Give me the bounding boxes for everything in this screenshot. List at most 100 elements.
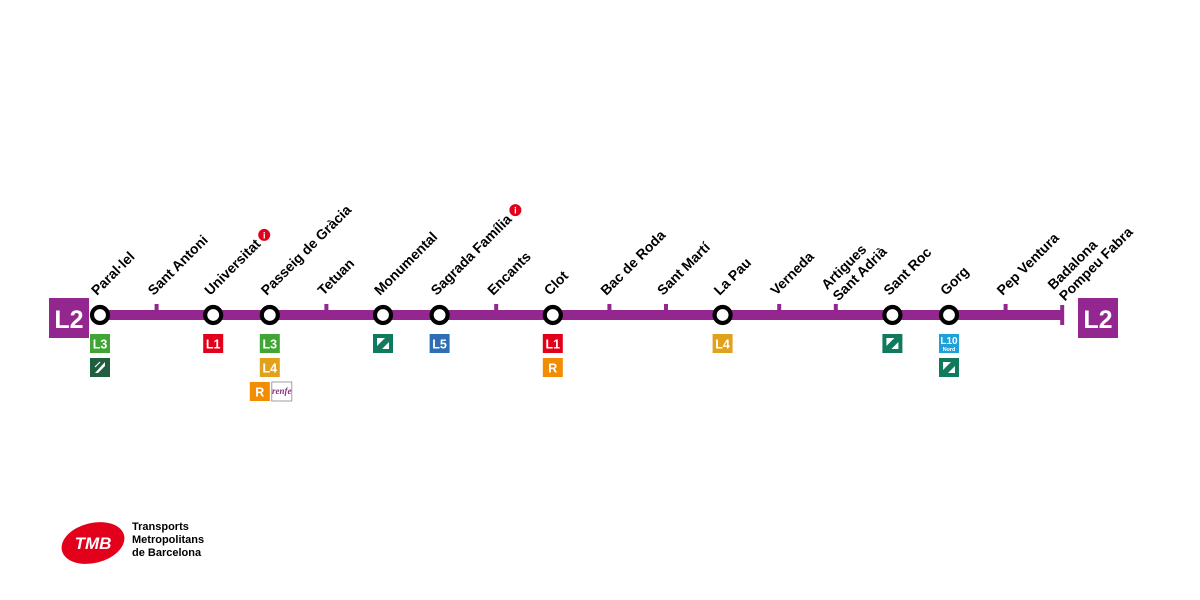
tmb-logo: TMB Transports Metropolitans de Barcelon… (60, 518, 260, 568)
renfe-label: renfe (272, 386, 292, 396)
line-track (100, 310, 1063, 320)
tram-icon (939, 358, 959, 377)
station-pep-ventura[interactable]: Pep Ventura (993, 229, 1062, 315)
station-tick[interactable] (607, 304, 612, 315)
line-end-bar (1060, 305, 1065, 325)
station-marker[interactable] (89, 304, 111, 326)
connection-r: R (249, 382, 270, 401)
info-icon-glyph: i (514, 206, 517, 216)
station-name: La Pau (710, 254, 754, 298)
tmb-logo-line-1: Transports (132, 521, 189, 533)
station-marker[interactable] (429, 304, 450, 326)
badge-label: L1 (546, 338, 561, 352)
badge-label: R (548, 362, 557, 376)
station-sant-antoni[interactable]: Sant Antoni (144, 232, 211, 315)
info-icon-circle[interactable] (507, 202, 524, 219)
badge-label: R (255, 386, 264, 400)
connection-l1: L1 (203, 334, 224, 353)
line-badge-start-box (49, 298, 89, 338)
funicular-icon-shape (94, 361, 101, 368)
station-name: Clot (541, 267, 572, 298)
station-tick[interactable] (1003, 304, 1008, 315)
station-marker[interactable] (259, 304, 280, 326)
tmb-logo-mark-text: TMB (75, 534, 112, 553)
station-tetuan[interactable]: Tetuan (314, 255, 357, 315)
station-label-group: Encants (484, 248, 534, 298)
info-icon-circle[interactable] (256, 226, 273, 243)
station-name: Sant Martí (654, 238, 714, 298)
badge-label: L3 (263, 338, 278, 352)
station-tick[interactable] (664, 304, 668, 315)
station-verneda[interactable]: Verneda (767, 248, 817, 315)
station-marker[interactable] (542, 304, 563, 326)
connection-tram (939, 358, 959, 377)
station-tick[interactable] (324, 304, 329, 315)
badge-l3 (90, 334, 110, 353)
tram-icon (882, 334, 903, 353)
tmb-logo-mark: TMB (61, 522, 125, 564)
tmb-logo-line-3: de Barcelona (132, 547, 202, 559)
station-name: Sant Antoni (144, 232, 210, 298)
station-tick[interactable] (154, 304, 159, 315)
renfe-logo (271, 381, 293, 402)
station-tick[interactable] (777, 304, 782, 315)
badge-label: L4 (715, 338, 730, 352)
connection-l1: L1 (542, 334, 563, 353)
station-label-group: Tetuan (314, 255, 357, 298)
station-sant-marti[interactable]: Sant Martí (654, 238, 714, 315)
station-name: Paral·lel (88, 248, 138, 298)
station-label-group: Paral·lel (88, 248, 138, 298)
station-name: Verneda (767, 248, 817, 298)
info-icon[interactable]: i (256, 226, 273, 243)
info-icon-glyph: i (263, 230, 266, 240)
badge-label: L5 (432, 338, 447, 352)
line-badge-start-label: L2 (54, 306, 83, 334)
badge-l5 (429, 334, 450, 353)
connection-l4: L4 (259, 358, 280, 377)
station-tick[interactable] (494, 304, 499, 315)
connection-tram (373, 334, 393, 353)
connection-r: R (542, 358, 563, 377)
tram-icon-shape (891, 342, 899, 349)
info-icon[interactable]: i (507, 202, 524, 219)
connection-l5: L5 (429, 334, 450, 353)
station-label-group: Sant Antoni (144, 232, 210, 298)
station-tick[interactable] (833, 304, 838, 315)
station-bac-de-roda[interactable]: Bac de Roda (597, 227, 669, 315)
station-sant-roc[interactable]: Sant Roc (880, 244, 935, 353)
station-marker[interactable] (372, 304, 394, 326)
station-name: Encants (484, 248, 534, 298)
badge-l3 (259, 334, 280, 353)
station-marker[interactable] (882, 304, 903, 326)
badge-l4 (259, 358, 280, 377)
badge-l4 (712, 334, 733, 353)
station-label-group: Sant Roc (880, 244, 934, 298)
station-label-group: La Pau (710, 254, 754, 298)
line-badge-end-box (1078, 298, 1118, 338)
station-marker[interactable] (938, 304, 960, 326)
tram-icon-shape (886, 338, 895, 346)
station-name: Tetuan (314, 255, 357, 298)
badge-r (249, 382, 270, 401)
station-marker[interactable] (203, 304, 224, 326)
connection-renfe: renfe (271, 381, 293, 402)
station-encants[interactable]: Encants (484, 248, 534, 315)
station-marker[interactable] (712, 304, 733, 326)
badge-l1 (203, 334, 224, 353)
tmb-logo-line-2: Metropolitans (132, 534, 205, 546)
badge-l10 (939, 334, 959, 353)
connection-funicular (90, 358, 110, 377)
line-badge-end: L2 (1078, 298, 1118, 338)
badge-label: L3 (93, 338, 108, 352)
station-name: Universitat (201, 235, 264, 298)
badge-label: L1 (206, 338, 221, 352)
